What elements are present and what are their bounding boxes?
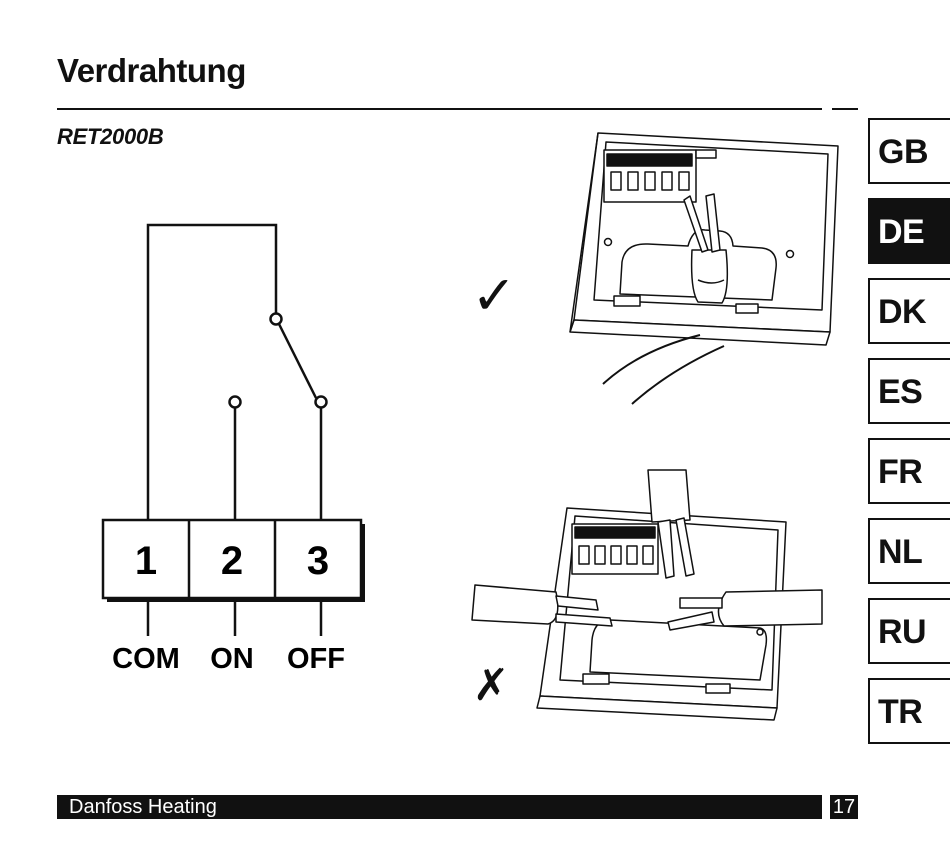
terminal-1-number: 1 <box>135 539 157 583</box>
lang-tab-tr[interactable]: TR <box>868 678 950 744</box>
title-divider <box>57 108 822 110</box>
terminal-3-label: OFF <box>287 643 345 675</box>
wiring-schematic <box>101 223 365 636</box>
footer-bar: Danfoss Heating <box>57 795 822 819</box>
lang-tab-ru[interactable]: RU <box>868 598 950 664</box>
model-name: RET2000B <box>57 124 164 149</box>
terminal-2-label: ON <box>210 643 254 675</box>
lang-tab-fr[interactable]: FR <box>868 438 950 504</box>
lang-tab-nl[interactable]: NL <box>868 518 950 584</box>
incorrect-installation-drawing <box>471 469 823 721</box>
incorrect-cross-icon: ✗ <box>473 660 510 711</box>
lang-tab-es[interactable]: ES <box>868 358 950 424</box>
terminal-3-number: 3 <box>307 539 329 583</box>
on-contact <box>228 395 242 409</box>
correct-installation-drawing <box>569 132 839 405</box>
terminal-1-label: COM <box>112 643 180 675</box>
lang-tab-label: DK <box>878 293 927 331</box>
off-contact <box>314 395 328 409</box>
lang-tab-label: FR <box>878 453 923 491</box>
lang-tab-label: DE <box>878 213 925 251</box>
lang-tab-label: GB <box>878 133 929 171</box>
lang-tab-label: RU <box>878 613 927 651</box>
page-title: Verdrahtung <box>57 52 246 89</box>
footer-brand: Danfoss Heating <box>69 796 217 818</box>
lang-tab-label: TR <box>878 693 923 731</box>
lang-tab-dk[interactable]: DK <box>868 278 950 344</box>
terminal-2-number: 2 <box>221 539 243 583</box>
switch-pivot <box>269 312 283 326</box>
com-wire <box>146 223 278 520</box>
switch-arm <box>277 323 318 399</box>
title-divider-short <box>832 108 858 110</box>
lang-tab-label: ES <box>878 373 923 411</box>
lang-tab-gb[interactable]: GB <box>868 118 950 184</box>
page-number: 17 <box>832 796 856 818</box>
lang-tab-de[interactable]: DE <box>868 198 950 264</box>
lang-tab-label: NL <box>878 533 923 571</box>
terminal-block <box>101 518 363 600</box>
correct-check-icon: ✓ <box>471 264 516 327</box>
language-tabs: GB DE DK ES FR NL RU TR <box>868 118 950 758</box>
page-number-box: 17 <box>830 795 858 819</box>
